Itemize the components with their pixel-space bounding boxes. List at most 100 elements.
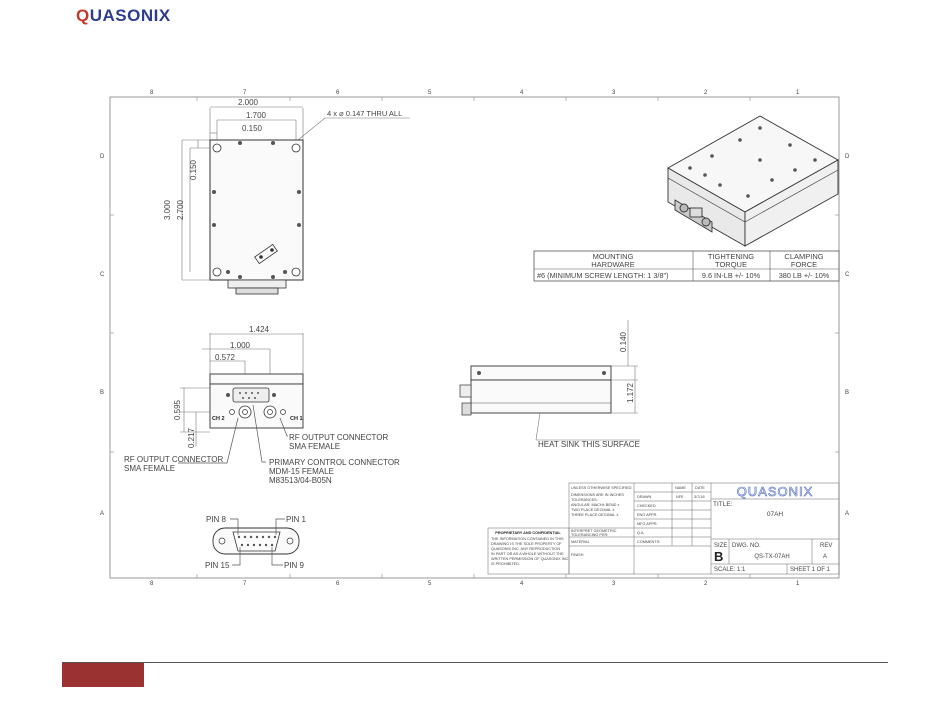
col-label-bottom: 3 bbox=[612, 581, 616, 587]
col-label-top: 1 bbox=[796, 90, 800, 96]
col-label-bottom: 8 bbox=[150, 581, 154, 587]
tb-dwg-label: DWG. NO. bbox=[732, 543, 761, 549]
dim-side-height-1: 0.140 bbox=[619, 331, 628, 352]
col-label-top: 2 bbox=[704, 90, 708, 96]
tb-prop-line: IN PART OR AS A WHOLE WITHOUT THE bbox=[491, 552, 564, 556]
tb-two-place: TWO PLACE DECIMAL ± bbox=[571, 508, 614, 512]
col-label-bottom: 5 bbox=[428, 581, 432, 587]
row-label-right: B bbox=[845, 390, 849, 396]
mount-cell-force: 380 LB +/- 10% bbox=[779, 271, 830, 280]
col-label-bottom: 2 bbox=[704, 581, 708, 587]
pin9-label: PIN 9 bbox=[284, 561, 305, 570]
tb-proprietary-title: PROPRIETARY AND CONFIDENTIAL bbox=[495, 531, 561, 535]
sheet-border bbox=[109, 96, 840, 579]
dim-top-width-3: 0.150 bbox=[242, 124, 263, 133]
tb-prop-line: THE INFORMATION CONTAINED IN THIS bbox=[491, 537, 564, 541]
tb-size-label: SIZE bbox=[714, 543, 727, 549]
primary-line2: MDM-15 FEMALE bbox=[269, 467, 334, 476]
dim-front-height-1: 0.595 bbox=[173, 399, 182, 420]
tb-prop-line: IS PROHIBITED. bbox=[491, 562, 520, 566]
tb-three-place: THREE PLACE DECIMAL ± bbox=[571, 513, 618, 517]
dim-front-height-2: 0.217 bbox=[187, 427, 196, 448]
side-view: 0.140 1.172 HEAT SINK THIS SURFACE bbox=[459, 320, 640, 449]
row-label-right: D bbox=[845, 154, 850, 160]
top-view: 2.000 1.700 0.150 4 x ⌀ 0.147 THRU ALL 3… bbox=[163, 98, 410, 295]
logo-q: Q bbox=[76, 6, 90, 25]
mount-cell-torque: 9.6 IN-LB +/- 10% bbox=[702, 271, 761, 280]
dim-front-width-3: 0.572 bbox=[215, 353, 236, 362]
mount-hdr-1a: MOUNTING bbox=[593, 252, 634, 261]
col-label-bottom: 4 bbox=[520, 581, 524, 587]
col-label-top: 4 bbox=[520, 90, 524, 96]
dim-height-total: 3.000 bbox=[163, 199, 172, 220]
primary-line1: PRIMARY CONTROL CONNECTOR bbox=[269, 458, 400, 467]
col-label-top: 5 bbox=[428, 90, 432, 96]
tb-drawn-date: 3/7/16 bbox=[694, 495, 705, 499]
col-label-top: 7 bbox=[243, 90, 247, 96]
dim-height-offset: 0.150 bbox=[189, 159, 198, 180]
tb-date-hdr: DATE bbox=[695, 486, 705, 490]
front-view: 1.424 1.000 0.572 0.595 0.217 CH 2 CH 1 … bbox=[124, 325, 400, 485]
tb-prop-line: QUASONIX INC. ANY REPRODUCTION bbox=[491, 547, 560, 551]
tb-unless: UNLESS OTHERWISE SPECIFIED: bbox=[571, 486, 632, 490]
tb-logo: QUASONIX bbox=[737, 484, 814, 499]
tb-sheet: SHEET 1 OF 1 bbox=[790, 567, 831, 573]
dim-front-width-2: 1.000 bbox=[230, 341, 251, 350]
footer-rule bbox=[62, 662, 888, 663]
tb-drawn-name: NFE bbox=[676, 495, 684, 499]
tb-tolerancing: TOLERANCING PER: bbox=[571, 533, 608, 537]
tb-title-value: 07AH bbox=[767, 511, 784, 518]
row-label-left: C bbox=[100, 272, 105, 278]
col-label-bottom: 7 bbox=[243, 581, 247, 587]
pin1-label: PIN 1 bbox=[286, 515, 307, 524]
tb-title-label: TITLE: bbox=[713, 501, 733, 508]
dim-front-width-1: 1.424 bbox=[249, 325, 270, 334]
dim-side-height-2: 1.172 bbox=[626, 382, 635, 403]
tb-tol: TOLERANCES: bbox=[571, 498, 598, 502]
rf-out-2-line1: RF OUTPUT CONNECTOR bbox=[124, 455, 223, 464]
isometric-view bbox=[667, 115, 839, 247]
tb-interpret: INTERPRET GEOMETRIC bbox=[571, 529, 617, 533]
row-label-left: D bbox=[100, 154, 105, 160]
tb-rev-label: REV bbox=[820, 543, 832, 549]
logo-rest: UASONIX bbox=[89, 6, 171, 25]
rf-out-2-line2: SMA FEMALE bbox=[124, 464, 175, 473]
tb-size-value: B bbox=[714, 549, 723, 564]
row-label-right: A bbox=[845, 511, 849, 517]
title-block: UNLESS OTHERWISE SPECIFIED: DIMENSIONS A… bbox=[487, 482, 840, 575]
rf-out-1-line1: RF OUTPUT CONNECTOR bbox=[289, 433, 388, 442]
ch2-label: CH 2 bbox=[212, 416, 225, 422]
tb-eng-appr: ENG APPR. bbox=[637, 513, 657, 517]
pin15-label: PIN 15 bbox=[205, 561, 230, 570]
tb-finish: FINISH bbox=[571, 553, 584, 557]
mount-hdr-2b: TORQUE bbox=[715, 260, 747, 269]
mount-hdr-3b: FORCE bbox=[791, 260, 817, 269]
col-label-bottom: 1 bbox=[796, 581, 800, 587]
tb-qa: Q.A. bbox=[637, 531, 645, 535]
connector-pinout: PIN 8 PIN 1 PIN 15 PIN 9 bbox=[205, 515, 307, 570]
row-label-right: C bbox=[845, 272, 850, 278]
tb-name-hdr: NAME bbox=[675, 486, 686, 490]
mount-hdr-3a: CLAMPING bbox=[784, 252, 823, 261]
dim-height-inner: 2.700 bbox=[176, 199, 185, 220]
mount-hdr-2a: TIGHTENING bbox=[708, 252, 754, 261]
tb-dwg-value: QS-TX-07AH bbox=[754, 554, 789, 560]
mount-cell-hardware: #6 (MINIMUM SCREW LENGTH: 1 3/8") bbox=[537, 271, 669, 280]
tb-material: MATERIAL bbox=[571, 540, 590, 544]
primary-line3: M83513/04-B05N bbox=[269, 476, 332, 485]
col-label-top: 6 bbox=[336, 90, 340, 96]
tb-angular: ANGULAR: MACH± BEND ± bbox=[571, 503, 619, 507]
tb-drawn: DRAWN bbox=[637, 495, 651, 499]
tb-rev-value: A bbox=[823, 554, 827, 560]
dim-top-width-2: 1.700 bbox=[246, 111, 267, 120]
tb-checked: CHECKED bbox=[637, 504, 656, 508]
ch1-label: CH 1 bbox=[290, 416, 303, 422]
heat-sink-note: HEAT SINK THIS SURFACE bbox=[538, 440, 640, 449]
quasonix-logo: QUASONIX bbox=[76, 6, 171, 26]
col-label-top: 8 bbox=[150, 90, 154, 96]
rf-out-1-line2: SMA FEMALE bbox=[289, 442, 340, 451]
tb-prop-line: WRITTEN PERMISSION OF QUASONIX INC. bbox=[491, 557, 569, 561]
col-label-top: 3 bbox=[612, 90, 616, 96]
mount-hdr-1b: HARDWARE bbox=[591, 260, 634, 269]
